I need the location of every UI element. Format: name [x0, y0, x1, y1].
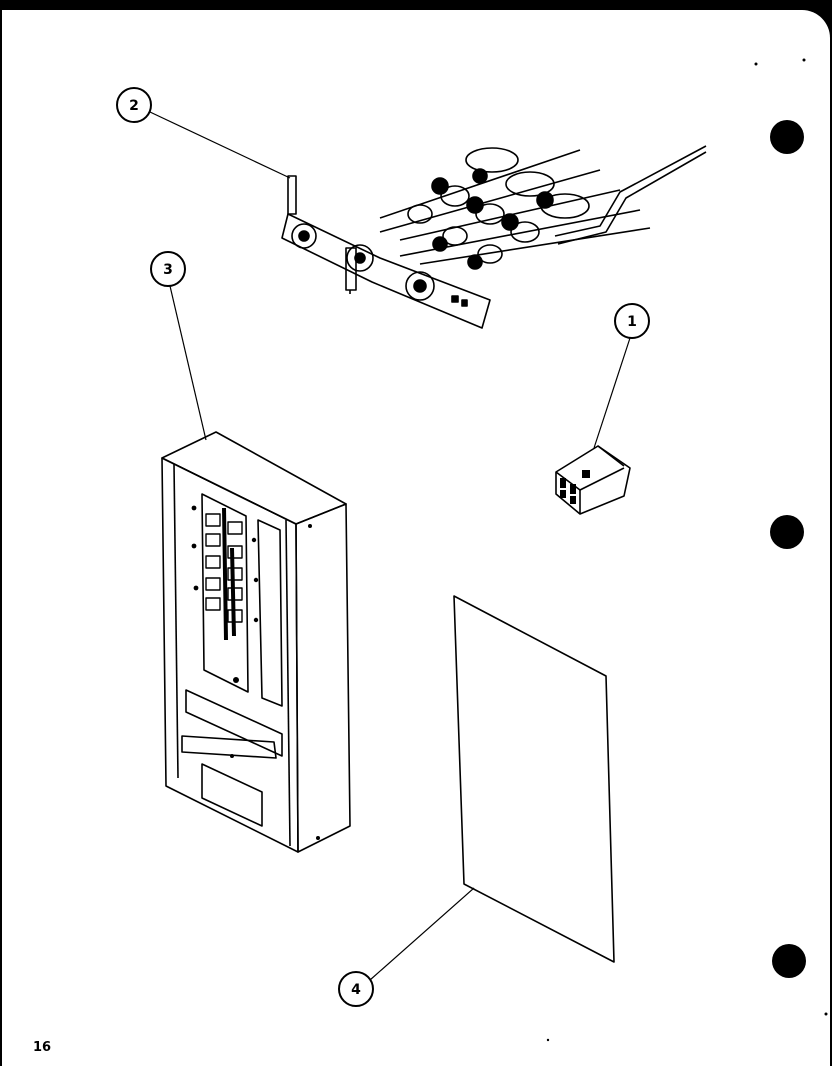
page-number: 16 [33, 1040, 52, 1055]
heater-assembly [281, 145, 707, 329]
punch-hole-top [770, 120, 804, 154]
leader-line-3 [169, 285, 207, 441]
punch-hole-bottom [772, 944, 806, 978]
control-box [161, 431, 351, 853]
callout-circle-3 [150, 251, 186, 287]
leader-line-2 [149, 111, 291, 179]
callout-label-4: 4 [351, 982, 361, 998]
relay-part [555, 445, 631, 515]
leader-line-4 [369, 887, 475, 981]
wiring-diagram-sheet [453, 595, 615, 963]
leader-line-1 [593, 337, 631, 449]
callout-label-2: 2 [129, 98, 139, 114]
callout-label-3: 3 [163, 262, 173, 278]
callout-circle-4 [338, 971, 374, 1007]
callout-circle-1 [614, 303, 650, 339]
callout-circle-2 [116, 87, 152, 123]
punch-hole-middle [770, 515, 804, 549]
callout-label-1: 1 [627, 314, 637, 330]
paper-sheet [2, 10, 830, 1066]
